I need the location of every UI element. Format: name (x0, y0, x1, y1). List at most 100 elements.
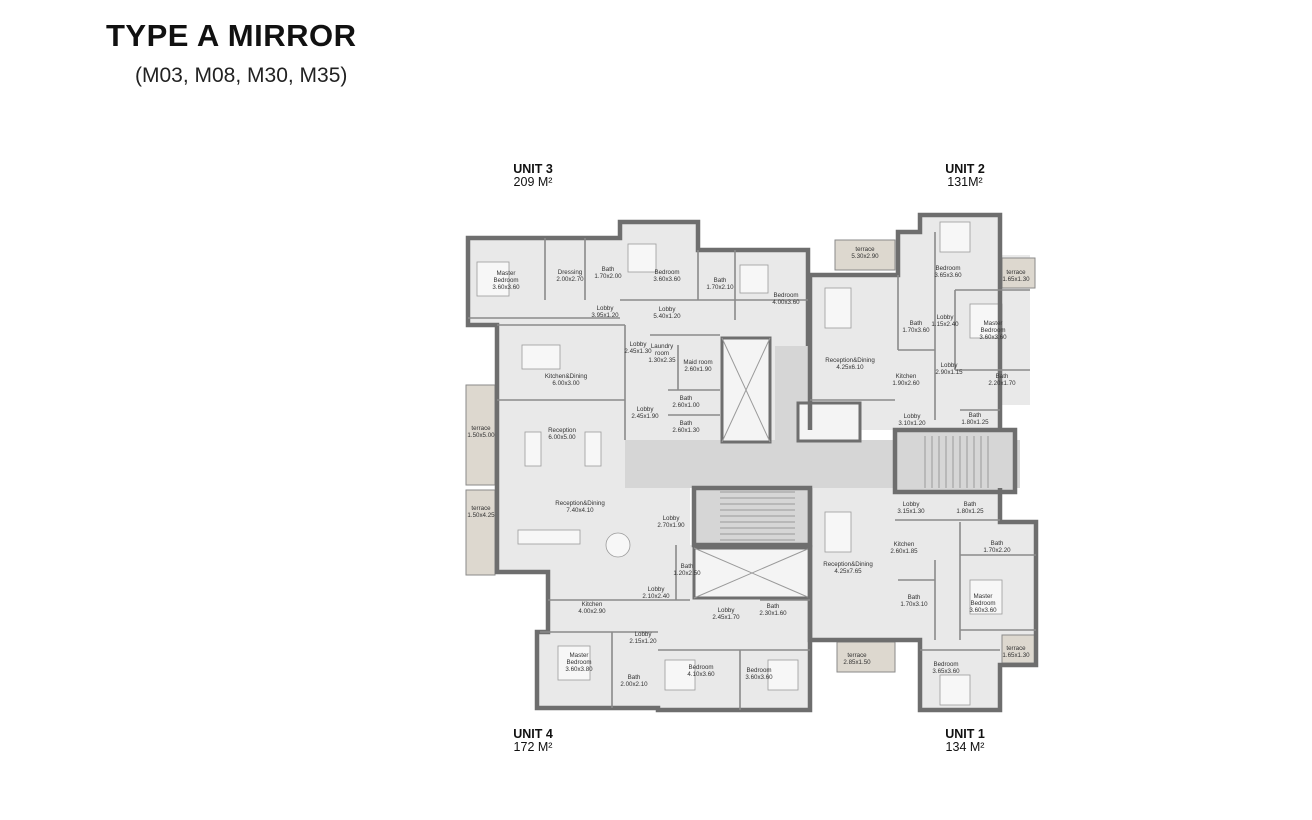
unit-2-outer-wall (807, 212, 1003, 430)
u1-terrace-side-shape (1001, 634, 1036, 664)
service-shaft (796, 401, 862, 443)
unit-1-area: 134 M² (945, 740, 985, 754)
u3-sofa-a (524, 431, 542, 467)
u2-master-bed (969, 303, 1003, 339)
terraces (465, 239, 1036, 673)
stair-core-right-wall (892, 427, 1018, 495)
u3-master-bed (476, 261, 510, 297)
plan-title: TYPE A MIRROR (106, 18, 357, 53)
u2-terrace-top-shape (834, 239, 896, 271)
u3-sofa-b (584, 431, 602, 467)
u3-dining-table (521, 344, 561, 370)
unit-1-name: UNIT 1 (945, 727, 985, 741)
unit-2-label: UNIT 2 131M² (905, 163, 1025, 189)
unit-3-outer-wall (465, 219, 811, 380)
u1-dining-table (824, 511, 852, 553)
stairs-lower (720, 491, 795, 541)
u4-bed-2 (767, 659, 799, 691)
u4-sofa (517, 529, 581, 545)
unit-2-area: 131M² (947, 175, 983, 189)
unit-4-name: UNIT 4 (513, 727, 553, 741)
stair-core-right (895, 432, 1015, 490)
u4-master-bed (557, 645, 591, 681)
unit-3-area: 209 M² (513, 175, 553, 189)
stair-core-lower-wall (691, 485, 813, 548)
u4-round-table (605, 532, 631, 558)
unit-3-name: UNIT 3 (513, 162, 553, 176)
unit-2-name: UNIT 2 (945, 162, 985, 176)
unit-1-outer-wall (807, 488, 1039, 713)
u2-terrace-side-shape (1001, 257, 1036, 289)
u3-bed-2 (739, 264, 769, 294)
plan-subtitle: (M03, M08, M30, M35) (135, 64, 348, 87)
u2-dining-table (824, 287, 852, 329)
furniture (476, 221, 1003, 706)
u3-bed-1 (627, 243, 657, 273)
elevator-lower-cross-b (693, 547, 811, 599)
unit-1-floor (810, 488, 1036, 710)
partitions (468, 232, 1036, 710)
u4-bed-1 (664, 659, 696, 691)
unit-2-floor (810, 215, 1030, 430)
unit-3-label: UNIT 3 209 M² (473, 163, 593, 189)
u1-terrace-bottom-shape (836, 641, 896, 673)
unit-4-area: 172 M² (513, 740, 553, 754)
u4-terrace-shape (465, 489, 496, 576)
u3-terrace-shape (465, 384, 496, 486)
elevator-upper-cross-b (721, 337, 771, 443)
u1-master-bed (969, 579, 1003, 615)
stairs-right (924, 436, 989, 488)
